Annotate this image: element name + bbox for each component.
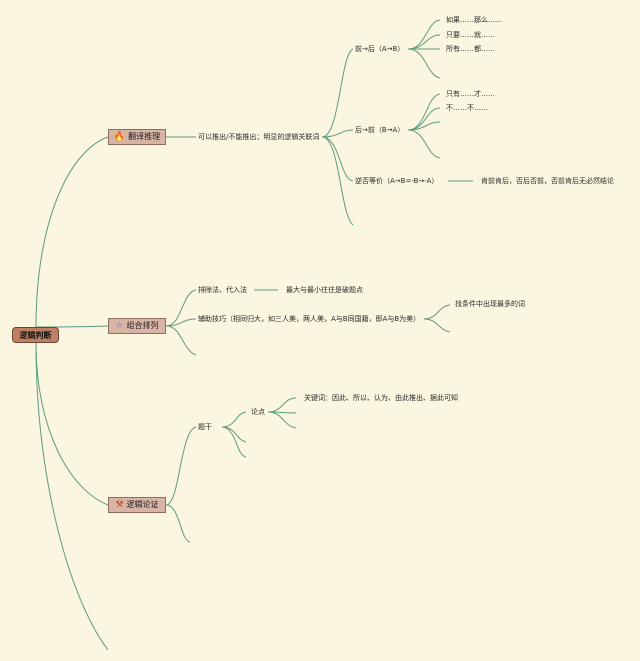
elimination-note[interactable]: 最大与最小往往是破题点 <box>286 286 363 294</box>
link-combo-elimination <box>165 289 197 327</box>
link-root-argument <box>35 342 109 506</box>
link-auxiliary-note <box>423 304 451 320</box>
link-backward-1 <box>407 93 441 131</box>
link-auxiliary-empty <box>423 318 451 333</box>
link-combo-auxiliary <box>165 318 197 327</box>
topic-label: 逻辑论证 <box>126 500 159 509</box>
leaf-not-not[interactable]: 不……不…… <box>446 104 488 112</box>
root-label: 逻辑判断 <box>19 330 52 340</box>
subtopic-auxiliary[interactable]: 辅助技巧（相同归大，如三人美，两人美，A与B同国籍，即A与B为美） <box>198 315 421 323</box>
link-stem-empty2 <box>221 426 247 458</box>
link-combo-empty <box>165 325 197 356</box>
fire-icon: 🔥 <box>113 131 126 142</box>
auxiliary-note[interactable]: 找条件中出现最多的词 <box>455 300 525 308</box>
topic-label: 组合排列 <box>126 321 159 330</box>
link-backward-4 <box>407 129 441 159</box>
topic-logical-argument[interactable]: ⚒ 逻辑论证 <box>108 497 166 513</box>
link-forward-4 <box>407 48 441 79</box>
star-icon: ☆ <box>115 320 124 331</box>
subtopic-backward[interactable]: 后→前（B→A） <box>355 126 405 134</box>
leaf-as-long-as[interactable]: 只要……就…… <box>446 31 495 39</box>
subtopic-argument[interactable]: 论点 <box>251 408 265 416</box>
link-stem-empty1 <box>221 426 247 443</box>
link-note-backward <box>321 129 354 138</box>
subtopic-forward[interactable]: 前→后（A→B） <box>355 45 405 53</box>
topic-label: 翻译推理 <box>128 132 161 141</box>
link-root-translation <box>35 136 109 328</box>
link-note-contrapositive <box>321 136 354 182</box>
link-argument-stem <box>165 426 197 506</box>
keywords-note[interactable]: 关键词：因此、所以、认为、由此推出、据此可知 <box>304 394 458 402</box>
root-node[interactable]: 逻辑判断 <box>12 327 59 343</box>
hammer-icon: ⚒ <box>115 499 124 510</box>
subtopic-contrapositive[interactable]: 逆否等价（A→B=-B→-A） <box>355 177 439 185</box>
topic-translation-reasoning[interactable]: 🔥 翻译推理 <box>108 129 166 145</box>
link-forward-1 <box>407 19 441 50</box>
link-note-forward <box>321 48 354 138</box>
subtopic-stem[interactable]: 题干 <box>198 423 212 431</box>
leaf-all[interactable]: 所有……都…… <box>446 45 495 53</box>
link-root-extra <box>35 342 109 651</box>
contrapositive-note[interactable]: 肯前肯后，否后否前，否前肯后无必然结论 <box>481 177 614 185</box>
link-stem-argument <box>221 411 247 428</box>
topic-note: 可以推出/不能推出；明显的逻辑关联词 <box>198 133 320 141</box>
leaf-if-then[interactable]: 如果……那么…… <box>446 16 502 24</box>
topic-combination[interactable]: ☆ 组合排列 <box>108 318 166 334</box>
link-root-combination <box>35 325 109 328</box>
link-argument-empty <box>165 504 191 543</box>
leaf-only-if[interactable]: 只有……才…… <box>446 90 495 98</box>
link-note-empty <box>321 136 354 226</box>
subtopic-elimination[interactable]: 排除法、代入法 <box>198 286 247 294</box>
link-argument-keywords <box>267 397 297 413</box>
link-backward-3 <box>407 121 441 131</box>
link-argument-empty2 <box>267 411 297 429</box>
